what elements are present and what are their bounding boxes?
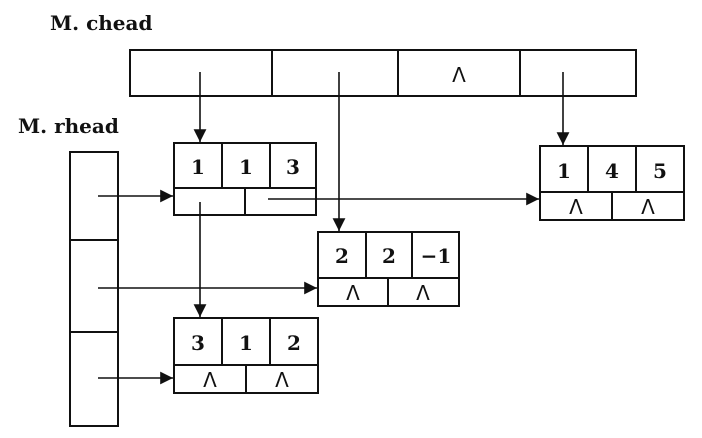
node-col-value: 2 <box>382 244 396 268</box>
node-val-value: 2 <box>287 331 301 355</box>
node-3-1-2: 3 1 2 Λ Λ <box>173 317 319 394</box>
node-col-field <box>365 231 413 279</box>
chead-array: Λ <box>129 49 637 97</box>
node-right-null: Λ <box>275 368 289 392</box>
rhead-array <box>69 151 119 427</box>
chead-cell-3 <box>397 49 521 97</box>
node-col-field <box>221 317 271 366</box>
chead-cell-3-null: Λ <box>452 63 466 87</box>
node-down-field <box>317 277 389 307</box>
node-col-value: 4 <box>605 159 619 183</box>
node-right-field <box>244 187 317 216</box>
pointer-arrows <box>98 72 570 385</box>
node-val-value: 5 <box>653 159 667 183</box>
rhead-label: M. rhead <box>18 114 119 138</box>
node-right-field <box>611 191 685 221</box>
node-right-field <box>245 364 319 394</box>
chead-cell-4 <box>519 49 637 97</box>
node-row-field <box>539 145 589 193</box>
node-down-field <box>173 187 246 216</box>
node-down-null: Λ <box>346 281 360 305</box>
node-val-field <box>635 145 685 193</box>
node-down-field <box>539 191 613 221</box>
rhead-cell-3 <box>69 331 119 427</box>
node-right-null: Λ <box>416 281 430 305</box>
node-col-value: 1 <box>239 331 253 355</box>
chead-label: M. chead <box>50 11 152 35</box>
chead-cell-2 <box>271 49 399 97</box>
node-row-value: 2 <box>335 244 349 268</box>
node-down-null: Λ <box>569 195 583 219</box>
node-2-2-m1: 2 2 −1 Λ Λ <box>317 231 460 307</box>
node-right-null: Λ <box>641 195 655 219</box>
node-val-value: −1 <box>421 244 452 268</box>
node-down-null: Λ <box>203 368 217 392</box>
node-row-value: 1 <box>191 155 205 179</box>
rhead-cell-2 <box>69 239 119 333</box>
node-1-4-5: 1 4 5 Λ Λ <box>539 145 685 221</box>
node-1-1-3: 1 1 3 <box>173 142 317 216</box>
node-right-field <box>387 277 460 307</box>
node-down-field <box>173 364 247 394</box>
node-row-value: 3 <box>191 331 205 355</box>
node-val-value: 3 <box>286 155 300 179</box>
chead-cell-1 <box>129 49 273 97</box>
node-col-value: 1 <box>239 155 253 179</box>
node-row-field <box>173 317 223 366</box>
node-row-value: 1 <box>557 159 571 183</box>
